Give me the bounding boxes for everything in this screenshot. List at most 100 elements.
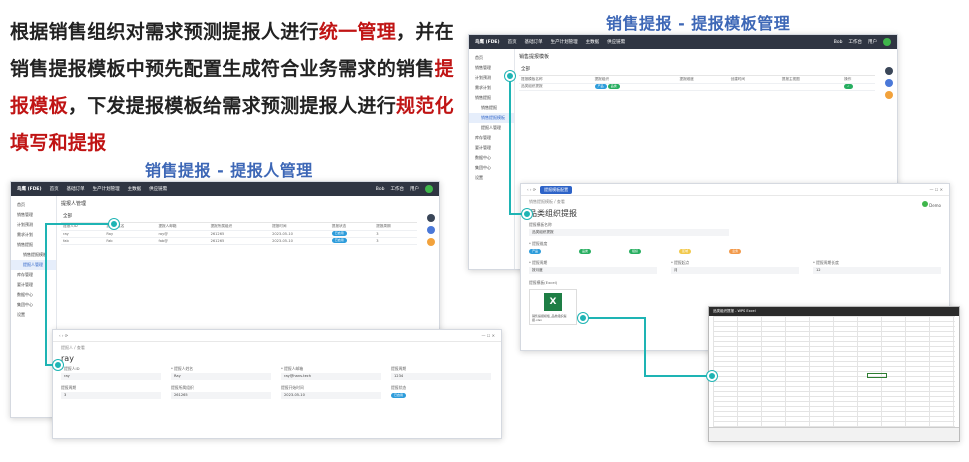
dim-checkbox[interactable]: 品类: [579, 249, 592, 254]
connector-excel: [583, 317, 712, 377]
field-value[interactable]: Ray: [171, 373, 271, 380]
user-icon[interactable]: [427, 214, 435, 222]
table-header: 提报模板名称 提报组织 提报维度 创建时间 提报主视图 操作: [519, 76, 875, 84]
notice-icon[interactable]: [885, 91, 893, 99]
help-icon[interactable]: [885, 79, 893, 87]
length-input[interactable]: 12: [813, 267, 941, 274]
window-controls[interactable]: — ☐ ✕: [481, 333, 495, 338]
detail-title: ray: [61, 354, 74, 363]
sidebar-item[interactable]: 数据中心: [17, 292, 33, 297]
name-field[interactable]: 品类组织提报: [529, 229, 729, 236]
topnav-item[interactable]: 基础订单: [524, 40, 543, 45]
user-icon[interactable]: [885, 67, 893, 75]
tab-all[interactable]: 全部: [61, 210, 417, 223]
sidebar-item-submitters[interactable]: 提报人管理: [11, 260, 56, 270]
tab-all[interactable]: 全部: [519, 63, 875, 76]
sidebar-item[interactable]: 计划预测: [475, 75, 491, 80]
action-icon[interactable]: ✓: [844, 84, 853, 89]
notice-icon[interactable]: [427, 238, 435, 246]
sidebar-item[interactable]: 库存管理: [475, 135, 491, 140]
field-value[interactable]: ray: [61, 373, 161, 380]
topbar-user[interactable]: Bob: [833, 39, 843, 45]
sidebar-item[interactable]: 集团中心: [17, 302, 33, 307]
dim-checkbox[interactable]: 业务: [729, 249, 742, 254]
nav-arrows[interactable]: ‹ › ⟳: [527, 187, 537, 192]
topnav-item[interactable]: 首页: [507, 40, 517, 45]
sidebar-item[interactable]: 要计管理: [475, 145, 491, 150]
column-header: 操作: [842, 76, 875, 84]
topnav-item[interactable]: 首页: [49, 187, 59, 192]
detail-header: ‹ › ⟳ — ☐ ✕: [53, 330, 501, 342]
topbar-users[interactable]: 用户: [868, 40, 877, 45]
field-value[interactable]: 261265: [171, 392, 271, 399]
avatar[interactable]: [883, 38, 891, 46]
submitter-table: 提报人ID 提报人姓名 提报人邮箱 提报所属组织 提报时间 提报状态 提报周期 …: [61, 223, 417, 245]
table-row[interactable]: 品类组织提报 产品 品类 ✓: [519, 83, 875, 91]
table-cell: 2023-05-10: [270, 237, 330, 245]
breadcrumb: 销售提报模板 / 查看: [529, 199, 565, 204]
table-cell: 3: [374, 230, 417, 238]
start-select[interactable]: 月: [671, 267, 799, 274]
help-icon[interactable]: [427, 226, 435, 234]
topbar-users[interactable]: 用户: [410, 187, 419, 192]
sidebar-item[interactable]: 集团中心: [475, 165, 491, 170]
sidebar-item[interactable]: 库存管理: [17, 272, 33, 277]
sidebar-item[interactable]: 计划预测: [17, 222, 33, 227]
sidebar-item[interactable]: 销售管理: [475, 65, 491, 70]
sidebar-item[interactable]: 需求计划: [17, 232, 33, 237]
topnav-item[interactable]: 基础订单: [66, 187, 85, 192]
table-row[interactable]: fab Fab fab@ 261265 2023-05-10 已启用 3: [61, 237, 417, 245]
field-label: * 提报起点: [671, 260, 690, 265]
field-value[interactable]: 2023-05-10: [281, 392, 381, 399]
excel-statusbar: [709, 427, 959, 441]
field-label: * 提报人ID: [61, 366, 80, 371]
topnav-item[interactable]: 供应链需: [149, 187, 168, 192]
period-select[interactable]: 按月度: [529, 267, 657, 274]
sidebar-item[interactable]: 销售提报: [475, 95, 491, 100]
dim-checkbox[interactable]: 产品: [529, 249, 542, 254]
table-cell: [728, 83, 780, 91]
topnav-item[interactable]: 生产计划管理: [550, 40, 578, 45]
avatar[interactable]: [921, 201, 928, 207]
sidebar-item[interactable]: 销售提报: [481, 105, 497, 110]
sidebar-item-template[interactable]: 销售提报模板: [469, 113, 514, 123]
table-row[interactable]: ray Ray ray@ 261265 2023-05-10 已启用 3: [61, 230, 417, 238]
sidebar-item[interactable]: 销售提报模板: [23, 252, 47, 257]
topnav-item[interactable]: 主数据: [585, 40, 600, 45]
sidebar-item[interactable]: 首页: [475, 55, 483, 60]
selected-cell[interactable]: [867, 373, 887, 378]
sidebar-item[interactable]: 首页: [17, 202, 25, 207]
table-cell: ray: [61, 230, 105, 238]
sidebar-item[interactable]: 设置: [17, 312, 25, 317]
excel-grid[interactable]: [713, 316, 955, 427]
sidebar-item[interactable]: 需求计划: [475, 85, 491, 90]
sidebar-item[interactable]: 数据中心: [475, 155, 491, 160]
template-config-button[interactable]: 提报模板配置: [540, 185, 573, 194]
field-value[interactable]: 1234: [391, 373, 491, 380]
field-label: 提报周期: [61, 385, 77, 390]
topbar-workbench[interactable]: 工作台: [390, 187, 405, 192]
topnav-item[interactable]: 生产计划管理: [92, 187, 120, 192]
topnav-item[interactable]: 主数据: [127, 187, 142, 192]
table-header: 提报人ID 提报人姓名 提报人邮箱 提报所属组织 提报时间 提报状态 提报周期: [61, 223, 417, 231]
excel-file-card[interactable]: X 销售提报模板_品类组织提报.xlsx: [529, 289, 577, 325]
sidebar-item[interactable]: 销售管理: [17, 212, 33, 217]
avatar[interactable]: [425, 185, 433, 193]
dim-checkbox[interactable]: 区域: [679, 249, 692, 254]
sidebar-item[interactable]: 要计管理: [17, 282, 33, 287]
intro-highlight-3: 规范化填写和提报: [10, 95, 454, 154]
sidebar-item[interactable]: 设置: [475, 175, 483, 180]
field-value[interactable]: ray@hans.tech: [281, 373, 381, 380]
topbar-user[interactable]: Bob: [375, 186, 385, 192]
sidebar-item[interactable]: 销售提报: [17, 242, 33, 247]
window-controls[interactable]: — ☐ ✕: [929, 187, 943, 192]
nav-arrows[interactable]: ‹ › ⟳: [59, 333, 69, 338]
status-badge: 已启用: [331, 238, 347, 243]
field-label: * 提报周期: [529, 260, 548, 265]
topbar-workbench[interactable]: 工作台: [848, 40, 863, 45]
sidebar-item[interactable]: 提报人管理: [481, 125, 501, 130]
topnav-item[interactable]: 供应链需: [607, 40, 626, 45]
field-value[interactable]: 3: [61, 392, 161, 399]
dim-checkbox[interactable]: 组织: [629, 249, 642, 254]
